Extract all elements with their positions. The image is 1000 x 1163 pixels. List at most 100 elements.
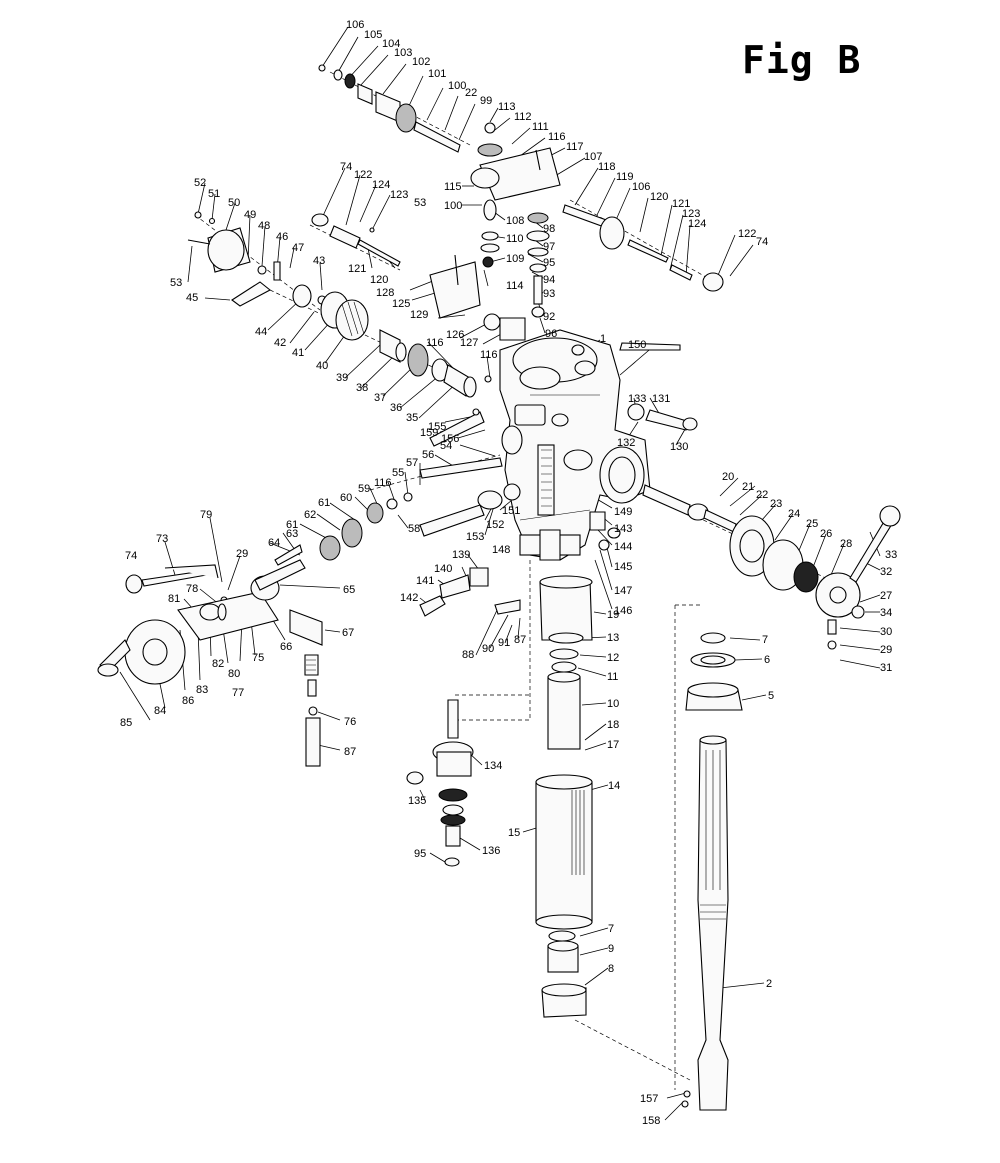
part-number-label: 57 bbox=[406, 457, 418, 469]
part-number-label: 95 bbox=[414, 848, 426, 860]
part-number-label: 142 bbox=[400, 592, 418, 604]
part-number-label: 6 bbox=[764, 654, 770, 666]
part-number-label: 130 bbox=[670, 441, 688, 453]
part-number-label: 120 bbox=[650, 191, 668, 203]
part-number-label: 36 bbox=[390, 402, 402, 414]
top-gear-group bbox=[318, 64, 724, 318]
part-number-label: 50 bbox=[228, 197, 240, 209]
part-number-label: 92 bbox=[543, 311, 555, 323]
part-number-label: 121 bbox=[348, 263, 366, 275]
part-number-label: 145 bbox=[614, 561, 632, 573]
part-number-label: 147 bbox=[614, 585, 632, 597]
part-number-label: 74 bbox=[756, 236, 768, 248]
part-number-label: 129 bbox=[410, 309, 428, 321]
feed-trip-group bbox=[419, 342, 698, 617]
part-number-label: 134 bbox=[484, 760, 502, 772]
part-number-label: 25 bbox=[806, 518, 818, 530]
part-number-label: 104 bbox=[382, 38, 400, 50]
part-number-label: 122 bbox=[354, 169, 372, 181]
part-number-label: 62 bbox=[304, 509, 316, 521]
part-number-label: 81 bbox=[168, 593, 180, 605]
part-number-label: 5 bbox=[768, 690, 774, 702]
part-number-label: 24 bbox=[788, 508, 800, 520]
part-number-label: 155 bbox=[428, 421, 446, 433]
part-number-label: 37 bbox=[374, 392, 386, 404]
feed-gear-group bbox=[187, 211, 477, 398]
part-number-label: 59 bbox=[358, 483, 370, 495]
part-number-label: 107 bbox=[584, 151, 602, 163]
part-number-label: 135 bbox=[408, 795, 426, 807]
part-number-label: 78 bbox=[186, 583, 198, 595]
part-number-label: 23 bbox=[770, 498, 782, 510]
part-number-label: 85 bbox=[120, 717, 132, 729]
figure-title: Fig B bbox=[742, 38, 862, 82]
part-number-label: 93 bbox=[543, 288, 555, 300]
part-number-label: 149 bbox=[614, 506, 632, 518]
part-number-label: 66 bbox=[280, 641, 292, 653]
part-number-label: 157 bbox=[640, 1093, 658, 1105]
part-number-label: 10 bbox=[607, 698, 619, 710]
part-number-label: 38 bbox=[356, 382, 368, 394]
part-number-label: 75 bbox=[252, 652, 264, 664]
part-number-label: 98 bbox=[543, 223, 555, 235]
part-number-label: 148 bbox=[492, 544, 510, 556]
part-number-label: 103 bbox=[394, 47, 412, 59]
part-number-label: 159 bbox=[420, 427, 438, 439]
part-number-label: 54 bbox=[440, 440, 452, 452]
part-number-label: 48 bbox=[258, 220, 270, 232]
part-number-label: 26 bbox=[820, 528, 832, 540]
part-number-label: 117 bbox=[566, 141, 584, 153]
part-number-label: 116 bbox=[426, 337, 444, 349]
misc-small-parts bbox=[274, 375, 691, 1108]
part-number-label: 106 bbox=[632, 181, 650, 193]
part-number-label: 87 bbox=[344, 746, 356, 758]
part-number-label: 146 bbox=[614, 605, 632, 617]
part-number-label: 9 bbox=[608, 943, 614, 955]
part-number-label: 12 bbox=[607, 652, 619, 664]
part-number-label: 83 bbox=[196, 684, 208, 696]
part-number-label: 82 bbox=[212, 658, 224, 670]
part-number-label: 141 bbox=[416, 575, 434, 587]
part-number-label: 65 bbox=[343, 584, 355, 596]
part-number-label: 86 bbox=[182, 695, 194, 707]
part-number-label: 20 bbox=[722, 471, 734, 483]
part-number-label: 136 bbox=[482, 845, 500, 857]
part-number-label: 8 bbox=[608, 963, 614, 975]
part-number-label: 105 bbox=[364, 29, 382, 41]
part-number-label: 1 bbox=[600, 333, 606, 345]
part-number-label: 56 bbox=[422, 449, 434, 461]
part-number-label: 7 bbox=[762, 634, 768, 646]
part-number-label: 96 bbox=[545, 328, 557, 340]
part-number-label: 127 bbox=[460, 337, 478, 349]
part-number-label: 33 bbox=[885, 549, 897, 561]
part-number-label: 100 bbox=[444, 200, 462, 212]
part-number-label: 18 bbox=[607, 719, 619, 731]
part-number-label: 46 bbox=[276, 231, 288, 243]
shaft-group-upper bbox=[311, 213, 526, 341]
part-number-label: 80 bbox=[228, 668, 240, 680]
part-number-label: 150 bbox=[628, 339, 646, 351]
part-number-label: 99 bbox=[480, 95, 492, 107]
part-number-label: 133 bbox=[628, 393, 646, 405]
part-number-label: 22 bbox=[756, 489, 768, 501]
part-number-label: 115 bbox=[444, 181, 462, 193]
part-number-label: 41 bbox=[292, 347, 304, 359]
part-number-label: 121 bbox=[672, 198, 690, 210]
part-number-label: 124 bbox=[688, 218, 706, 230]
part-number-label: 124 bbox=[372, 179, 390, 191]
part-number-label: 77 bbox=[232, 687, 244, 699]
part-number-label: 101 bbox=[428, 68, 446, 80]
part-number-label: 53 bbox=[170, 277, 182, 289]
part-number-label: 131 bbox=[652, 393, 670, 405]
part-number-label: 55 bbox=[392, 467, 404, 479]
part-number-label: 19 bbox=[607, 609, 619, 621]
part-number-label: 11 bbox=[607, 671, 618, 683]
part-number-label: 158 bbox=[642, 1115, 660, 1127]
part-number-label: 153 bbox=[466, 531, 484, 543]
part-number-label: 114 bbox=[506, 280, 524, 292]
part-number-label: 13 bbox=[607, 632, 619, 644]
part-number-label: 17 bbox=[607, 739, 619, 751]
part-number-label: 128 bbox=[376, 287, 394, 299]
part-number-label: 61 bbox=[286, 519, 298, 531]
